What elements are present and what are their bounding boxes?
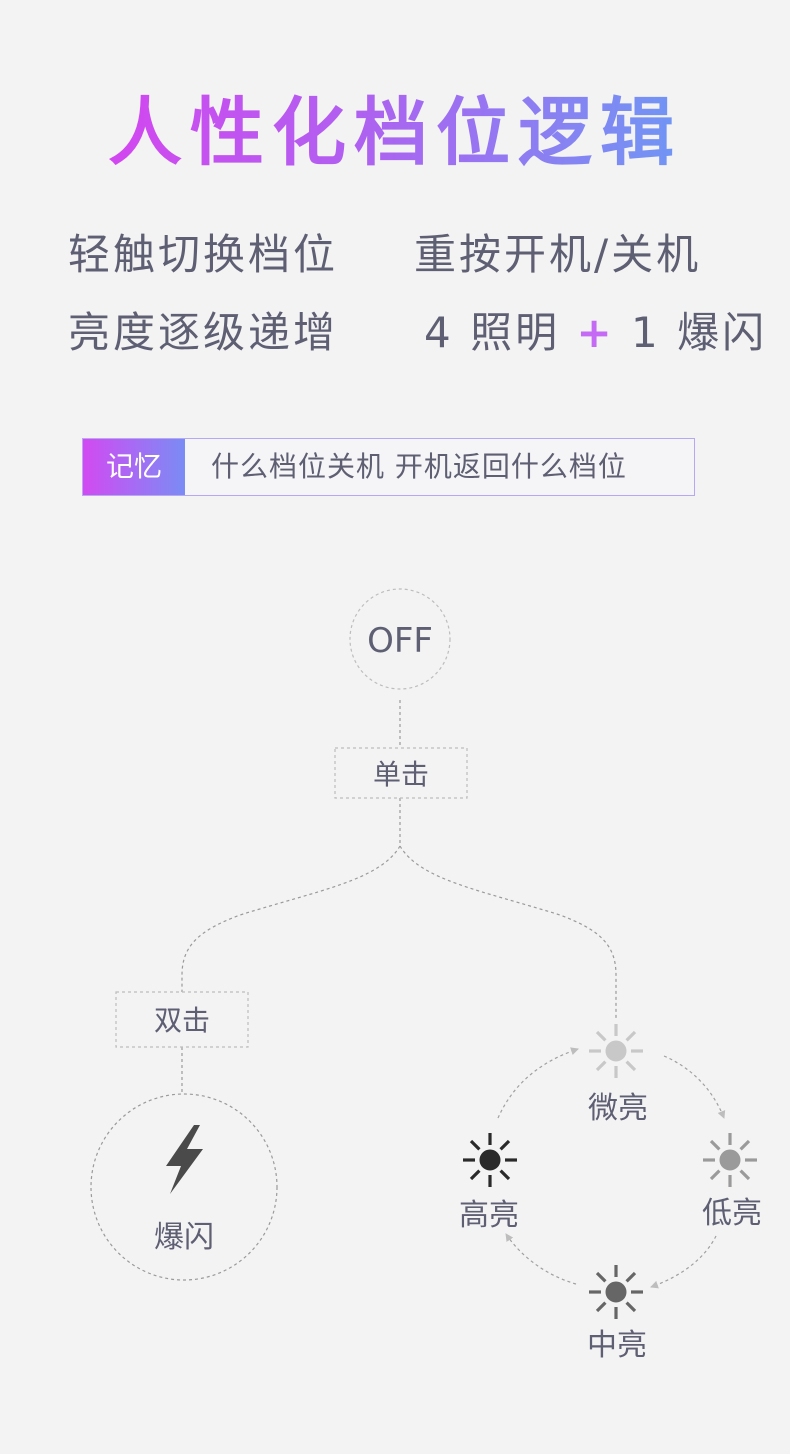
sun-icon [701,1131,759,1189]
off-node: OFF [349,588,451,690]
plus-sign: + [576,308,615,357]
mode-low-label: 低亮 [702,1196,762,1231]
sun-icon [461,1131,519,1189]
single-click-node: 单击 [334,747,468,799]
single-click-label: 单击 [373,758,429,791]
feature-press-power: 重按开机/关机 [414,230,702,279]
lightning-icon [166,1125,203,1194]
feature-modes: 4 照明 + 1 爆闪 [424,308,767,358]
page-title: 人性化档位逻辑 [0,88,790,178]
mode-high: 高亮 [459,1131,519,1233]
mode-medium: 中亮 [587,1263,647,1363]
flow-connectors [181,700,617,1092]
strobe-node: 爆闪 [90,1093,278,1281]
strobe-label: 爆闪 [154,1220,214,1255]
sun-icon [587,1022,645,1080]
double-click-label: 双击 [154,1004,210,1037]
feature-brightness-step: 亮度逐级递增 [68,308,339,357]
mode-low: 低亮 [701,1131,762,1231]
off-label: OFF [367,621,433,661]
memory-description: 什么档位关机 开机返回什么档位 [211,450,627,483]
mode-dim-label: 微亮 [588,1091,648,1126]
memory-tag: 记忆 [83,439,185,495]
mode-dim: 微亮 [587,1022,648,1126]
feature-touch-switch: 轻触切换档位 [68,230,339,279]
mode-high-label: 高亮 [459,1198,519,1233]
feature-lighting-count: 4 照明 [424,308,561,357]
sun-icon [587,1263,645,1321]
double-click-node: 双击 [115,991,249,1048]
mode-medium-label: 中亮 [587,1328,647,1363]
memory-banner: 记忆 什么档位关机 开机返回什么档位 [82,438,695,496]
mode-cycle-arrows [497,1047,726,1289]
feature-strobe-count: 1 爆闪 [631,308,768,357]
